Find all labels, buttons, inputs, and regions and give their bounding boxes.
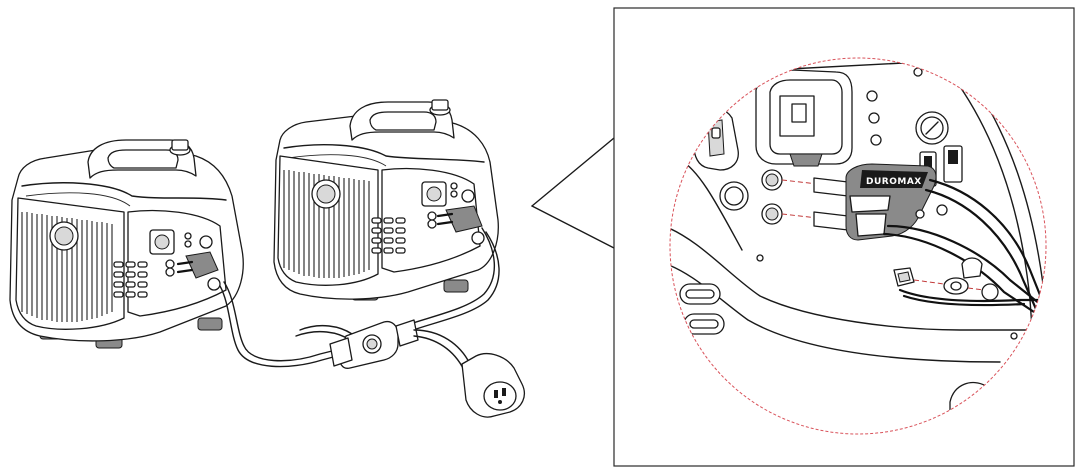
outlet-socket <box>791 103 807 123</box>
indicator-light <box>184 240 192 248</box>
detail-panel: DUROMAX <box>613 7 1075 467</box>
parallel-cable-wire <box>928 178 1046 312</box>
generator-right-icon <box>273 99 499 301</box>
cable-segment <box>299 324 353 335</box>
parallel-cable-wire <box>886 224 1042 306</box>
cable-segment <box>295 330 351 341</box>
connector-grip <box>855 213 887 237</box>
parallel-cable-connector <box>445 205 483 233</box>
parallel-cable-wire <box>436 212 454 226</box>
screw <box>913 67 923 77</box>
pull-start-cap <box>316 184 336 204</box>
eco-switch-icon <box>924 156 932 170</box>
cable-brand-label: DUROMAX <box>866 177 922 187</box>
ground-wire <box>902 294 1026 307</box>
cable-from-left-generator <box>223 281 353 362</box>
parallel-terminal <box>165 267 175 277</box>
side-vent-slots <box>371 217 406 254</box>
generator-foot <box>197 317 223 331</box>
fuel-cap <box>171 139 189 151</box>
screw <box>915 209 925 219</box>
choke-knob <box>724 186 744 206</box>
pull-start-cap <box>54 226 74 246</box>
front-panel <box>277 155 379 286</box>
panel-lower-edge <box>670 225 1046 331</box>
parallel-terminal-top <box>765 173 779 187</box>
indicator-light <box>450 182 458 190</box>
ground-connection-marker <box>913 279 945 285</box>
ac-outlet <box>154 234 170 250</box>
magnifier-callout-icon <box>531 137 615 249</box>
parallel-terminal <box>427 219 437 229</box>
generator-top-edge <box>25 192 131 207</box>
fuel-cap <box>431 99 449 111</box>
output-cable <box>413 329 471 365</box>
parallel-terminal <box>427 211 437 221</box>
generator-top-edge <box>283 144 485 163</box>
screw <box>756 254 764 262</box>
cable-strain-relief <box>329 337 353 367</box>
power-outlet-plug-icon <box>461 353 525 418</box>
handle-grip-opening <box>369 111 437 131</box>
cable-from-right-generator <box>391 231 500 339</box>
ac-outlet <box>711 127 721 139</box>
indicator-light <box>868 112 880 124</box>
indicator-light <box>184 232 192 240</box>
engine-switch <box>948 150 958 164</box>
ac-outlet <box>426 186 442 202</box>
handle-grip-opening <box>107 149 179 169</box>
indicator-light <box>870 134 882 146</box>
ground-wire <box>898 288 1042 303</box>
parallel-cable-wire <box>882 232 1036 314</box>
panel-lower-edge <box>670 261 1001 363</box>
screw <box>936 204 948 216</box>
connection-marker <box>781 179 819 185</box>
side-vent-slot <box>689 319 719 329</box>
parallel-terminal-bottom <box>765 207 779 221</box>
side-vent-slot <box>685 289 715 299</box>
connector-grip <box>849 195 891 213</box>
generator-foot <box>443 279 469 293</box>
parallel-cable-wire <box>176 260 194 274</box>
indicator-light <box>866 90 878 102</box>
parallel-cable-wire <box>924 188 1042 320</box>
generator-top-edge <box>287 154 387 167</box>
cable-strain-relief <box>395 319 419 347</box>
generator-top-edge <box>21 182 227 201</box>
parallel-terminal <box>165 259 175 269</box>
cable-from-left-generator <box>219 285 353 368</box>
ground-terminal-icon <box>893 257 1042 307</box>
circuit-breaker-knob <box>925 121 939 135</box>
cover-hinge <box>789 153 823 167</box>
generator-left-icon <box>9 139 244 349</box>
circuit-breaker <box>199 235 213 249</box>
connection-marker <box>781 213 819 219</box>
zoom-circle <box>669 57 1047 435</box>
connector-label-plate <box>860 170 928 188</box>
parallel-junction-box <box>366 338 378 350</box>
screw <box>1010 332 1018 340</box>
indicator-light <box>450 190 458 198</box>
circuit-breaker <box>461 189 475 203</box>
output-cable <box>413 335 465 371</box>
parallel-kit-cable-icon <box>219 227 525 418</box>
cable-from-right-generator <box>387 227 496 333</box>
ground-terminal-icon <box>471 231 485 245</box>
ground-terminal-icon <box>207 277 221 291</box>
side-vent-slots <box>113 261 148 298</box>
